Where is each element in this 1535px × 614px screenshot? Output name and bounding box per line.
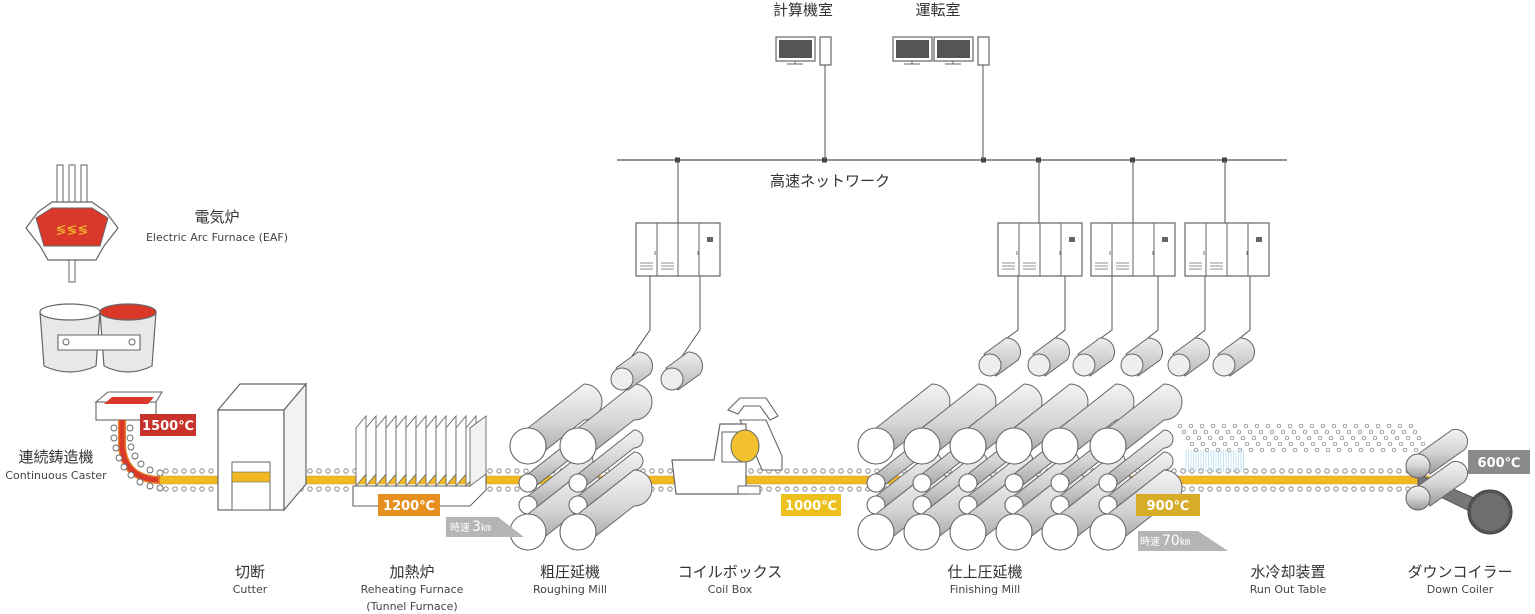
roughing-mill: 粗圧延機 Roughing Mill bbox=[509, 351, 703, 596]
furnace-panel bbox=[365, 414, 377, 488]
furnace-panel bbox=[375, 414, 387, 488]
speed-value: 3 bbox=[472, 519, 481, 535]
eaf-label-en: Electric Arc Furnace (EAF) bbox=[146, 231, 288, 244]
controller-cabinet bbox=[635, 222, 721, 277]
temp-badge-1000: 1000℃ bbox=[781, 494, 841, 516]
furnace-panel bbox=[455, 414, 467, 488]
coiler-label-en: Down Coiler bbox=[1427, 583, 1494, 596]
server-tower-icon bbox=[977, 36, 990, 66]
monitor-icon bbox=[775, 36, 816, 65]
eaf-label-jp: 電気炉 bbox=[194, 208, 239, 226]
speed-value: 70 bbox=[1162, 533, 1180, 549]
furnace-panel bbox=[385, 414, 397, 488]
computer-room-label: 計算機室 bbox=[773, 1, 833, 19]
operation-room: 運転室 bbox=[892, 1, 990, 66]
ladle-icon bbox=[39, 303, 157, 373]
caster-label-en: Continuous Caster bbox=[5, 469, 107, 482]
water-spray bbox=[1177, 423, 1430, 472]
electric-arc-furnace: ≶≶≶ 電気炉 Electric Arc Furnace (EAF) bbox=[25, 164, 288, 283]
speed-unit: ㎞ bbox=[1180, 536, 1190, 548]
temp-badge-900: 900℃ bbox=[1136, 494, 1200, 516]
run-out-table: 水冷却装置 Run Out Table bbox=[1177, 423, 1430, 596]
operation-room-label: 運転室 bbox=[915, 1, 960, 19]
reheating-label-jp: 加熱炉 bbox=[389, 563, 434, 581]
drive-motor bbox=[660, 351, 703, 391]
controller-cabinet bbox=[1090, 222, 1176, 277]
furnace-panel bbox=[395, 414, 407, 488]
drive-motor bbox=[1072, 337, 1115, 377]
caster-label-jp: 連続鋳造機 bbox=[18, 448, 93, 466]
reheating-label-en: Reheating Furnace bbox=[361, 583, 464, 596]
controller-cabinets bbox=[635, 222, 1270, 277]
drive-motor bbox=[610, 351, 653, 391]
finishing-label-en: Finishing Mill bbox=[950, 583, 1020, 596]
furnace-panel bbox=[435, 414, 447, 488]
cutter: 切断 Cutter bbox=[216, 382, 308, 596]
drive-motor bbox=[978, 337, 1021, 377]
roughing-label-en: Roughing Mill bbox=[533, 583, 607, 596]
speed-unit: ㎞ bbox=[481, 522, 491, 534]
roughing-label-jp: 粗圧延機 bbox=[540, 563, 600, 581]
computer-room: 計算機室 bbox=[773, 1, 833, 66]
temp-badge-1500: 1500℃ bbox=[140, 414, 196, 436]
svg-text:600℃: 600℃ bbox=[1478, 456, 1521, 471]
temp-badge-600: 600℃ bbox=[1468, 450, 1530, 474]
drive-motor bbox=[1167, 337, 1210, 377]
furnace-panels bbox=[355, 414, 487, 488]
furnace-panel bbox=[445, 414, 457, 488]
roll-stand bbox=[559, 383, 653, 552]
network-section: 高速ネットワーク bbox=[617, 65, 1287, 223]
drive-motor bbox=[1027, 337, 1070, 377]
svg-text:900℃: 900℃ bbox=[1147, 499, 1190, 514]
reheating-label-en2: (Tunnel Furnace) bbox=[366, 600, 457, 613]
down-coiler: ダウンコイラー Down Coiler bbox=[1405, 428, 1513, 596]
cutter-label-jp: 切断 bbox=[235, 563, 265, 581]
coil-box: コイルボックス Coil Box bbox=[671, 397, 783, 596]
monitor-icon bbox=[933, 36, 974, 65]
coilbox-label-en: Coil Box bbox=[708, 583, 753, 596]
monitor-icon bbox=[892, 36, 933, 65]
finishing-mill: 仕上圧延機 Finishing Mill bbox=[857, 337, 1255, 596]
network-label: 高速ネットワーク bbox=[770, 172, 890, 190]
continuous-caster: 連続鋳造機 Continuous Caster bbox=[5, 391, 300, 492]
furnace-panel bbox=[425, 414, 437, 488]
furnace-panel bbox=[415, 414, 427, 488]
cutter-label-en: Cutter bbox=[233, 583, 268, 596]
finishing-label-jp: 仕上圧延機 bbox=[947, 563, 1022, 581]
svg-text:1500℃: 1500℃ bbox=[142, 419, 194, 434]
coilbox-label-jp: コイルボックス bbox=[678, 563, 783, 581]
furnace-panel bbox=[405, 414, 417, 488]
controller-cabinet bbox=[997, 222, 1083, 277]
roll-stand bbox=[857, 383, 951, 552]
svg-text:≶≶≶: ≶≶≶ bbox=[56, 223, 89, 238]
svg-text:1200℃: 1200℃ bbox=[383, 499, 435, 514]
server-tower-icon bbox=[819, 36, 832, 66]
controller-cabinet bbox=[1184, 222, 1270, 277]
drive-motor bbox=[1120, 337, 1163, 377]
furnace-panel bbox=[355, 414, 367, 488]
runout-label-jp: 水冷却装置 bbox=[1250, 563, 1325, 581]
speed-prefix: 時速 bbox=[450, 522, 470, 534]
temp-badge-1200: 1200℃ bbox=[378, 494, 440, 516]
slab-line bbox=[160, 468, 1430, 492]
eaf-icon: ≶≶≶ bbox=[25, 164, 119, 283]
svg-text:1000℃: 1000℃ bbox=[785, 499, 837, 514]
coiler-label-jp: ダウンコイラー bbox=[1407, 563, 1512, 581]
runout-label-en: Run Out Table bbox=[1250, 583, 1327, 596]
drive-motor bbox=[1212, 337, 1255, 377]
speed-prefix: 時速 bbox=[1140, 536, 1160, 548]
